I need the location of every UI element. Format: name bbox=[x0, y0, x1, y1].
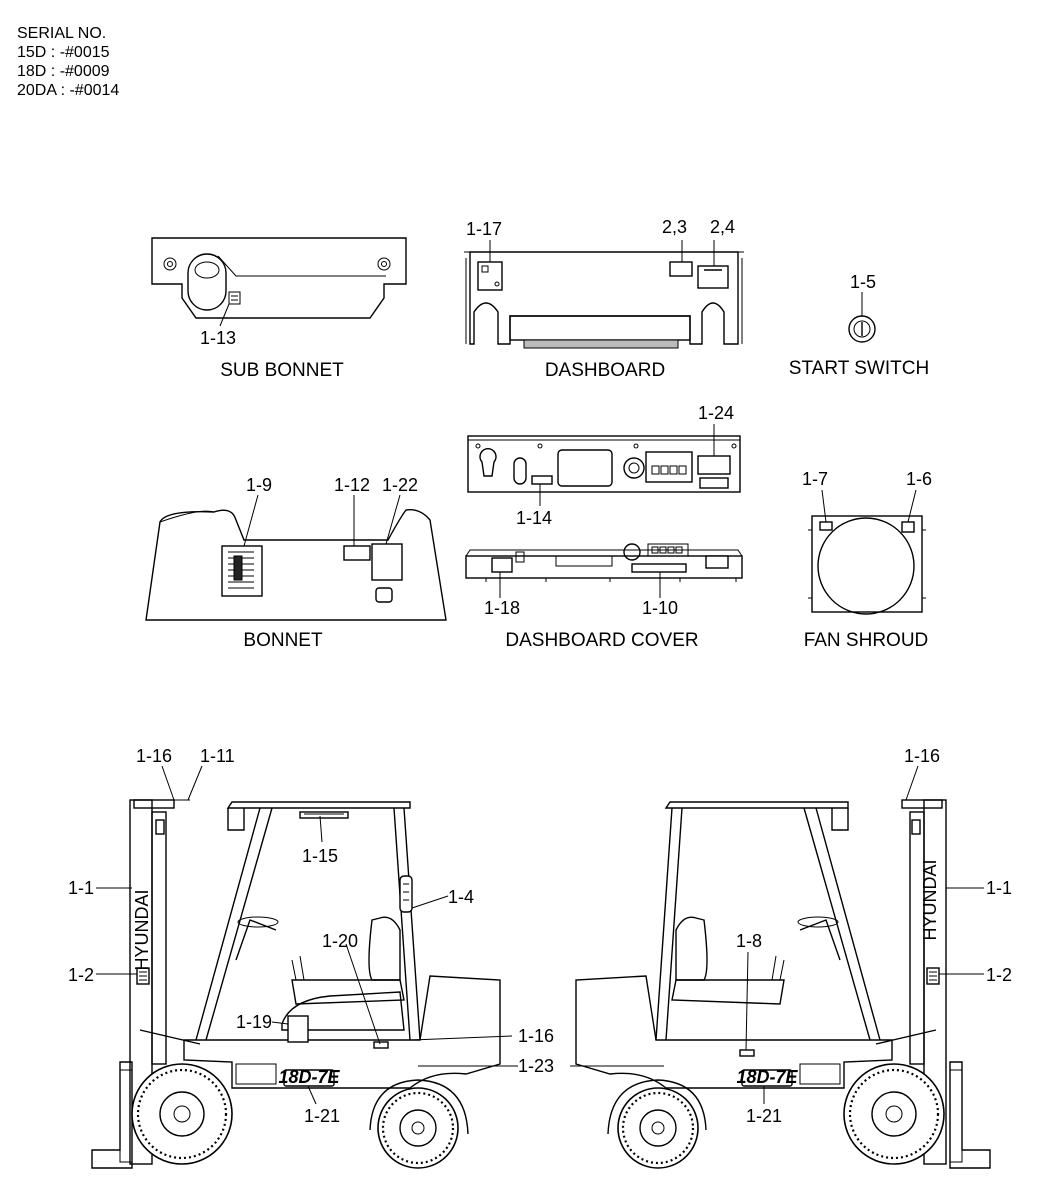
serial-line-18d: 18D : -#0009 bbox=[17, 63, 110, 80]
callout-left-1-19: 1-19 bbox=[236, 1012, 272, 1032]
callout-right-1-2: 1-2 bbox=[986, 965, 1012, 985]
model-badge-right: 18D-7E bbox=[736, 1067, 798, 1087]
callout-1-9: 1-9 bbox=[246, 475, 272, 495]
callout-1-22: 1-22 bbox=[382, 475, 418, 495]
callout-left-1-16b: 1-16 bbox=[518, 1026, 554, 1046]
bonnet-drawing: 1-9 1-12 1-22 BONNET bbox=[145, 475, 447, 651]
callout-1-17: 1-17 bbox=[466, 219, 502, 239]
callout-right-1-1: 1-1 bbox=[986, 878, 1012, 898]
callout-right-1-16: 1-16 bbox=[904, 746, 940, 766]
callout-1-14: 1-14 bbox=[516, 508, 552, 528]
callout-1-12: 1-12 bbox=[334, 475, 370, 495]
dashboard-cover-drawing: 1-18 1-10 DASHBOARD COVER bbox=[465, 543, 743, 651]
callout-1-24: 1-24 bbox=[698, 403, 734, 423]
callout-center-1-23-group: 1-23 bbox=[418, 1056, 664, 1076]
callout-1-10: 1-10 bbox=[642, 598, 678, 618]
start-switch-drawing: 1-5 START SWITCH bbox=[789, 272, 929, 379]
fan-shroud-drawing: 1-7 1-6 FAN SHROUD bbox=[802, 469, 932, 651]
serial-line-20da: 20DA : -#0014 bbox=[17, 82, 119, 99]
serial-number-block: SERIAL NO. 15D : -#0015 18D : -#0009 20D… bbox=[17, 25, 119, 99]
serial-title: SERIAL NO. bbox=[17, 25, 106, 42]
callout-left-1-11: 1-11 bbox=[200, 746, 235, 766]
callout-1-5: 1-5 bbox=[850, 272, 876, 292]
dashboard-drawing: 1-17 2,3 2,4 DASHBOARD bbox=[464, 217, 744, 381]
caption-start-switch: START SWITCH bbox=[789, 358, 929, 379]
callout-left-1-15: 1-15 bbox=[302, 846, 338, 866]
callout-right-1-8: 1-8 bbox=[736, 931, 762, 951]
callout-left-1-20: 1-20 bbox=[322, 931, 358, 951]
forklift-left-view: HYUNDAI 18D-7E bbox=[68, 746, 554, 1169]
callout-left-1-16: 1-16 bbox=[136, 746, 172, 766]
callout-left-1-21: 1-21 bbox=[304, 1106, 340, 1126]
mast-brand-left: HYUNDAI bbox=[132, 889, 152, 970]
caption-bonnet: BONNET bbox=[243, 630, 323, 651]
callout-1-13: 1-13 bbox=[200, 328, 236, 348]
forklift-right-view: HYUNDAI 18D-7E 1-16 1-1 bbox=[575, 746, 1012, 1169]
callout-1-6: 1-6 bbox=[906, 469, 932, 489]
callout-1-23: 1-23 bbox=[518, 1056, 554, 1076]
callout-left-1-1: 1-1 bbox=[68, 878, 94, 898]
callout-1-18: 1-18 bbox=[484, 598, 520, 618]
sub-bonnet-drawing: 1-13 SUB BONNET bbox=[151, 237, 407, 381]
caption-fan-shroud: FAN SHROUD bbox=[804, 630, 929, 651]
callout-1-7: 1-7 bbox=[802, 469, 828, 489]
caption-dashboard-cover: DASHBOARD COVER bbox=[505, 630, 698, 651]
mast-brand-right: HYUNDAI bbox=[920, 859, 940, 940]
callout-right-1-21: 1-21 bbox=[746, 1106, 782, 1126]
caption-sub-bonnet: SUB BONNET bbox=[220, 360, 344, 381]
callout-2-4: 2,4 bbox=[710, 217, 735, 237]
serial-line-15d: 15D : -#0015 bbox=[17, 44, 110, 61]
callout-left-1-4: 1-4 bbox=[448, 887, 474, 907]
caption-dashboard: DASHBOARD bbox=[545, 360, 665, 381]
model-badge-left: 18D-7E bbox=[278, 1067, 340, 1087]
callout-2-3: 2,3 bbox=[662, 217, 687, 237]
dashboard-panel-drawing: 1-24 1-14 bbox=[467, 403, 741, 528]
callout-left-1-2: 1-2 bbox=[68, 965, 94, 985]
